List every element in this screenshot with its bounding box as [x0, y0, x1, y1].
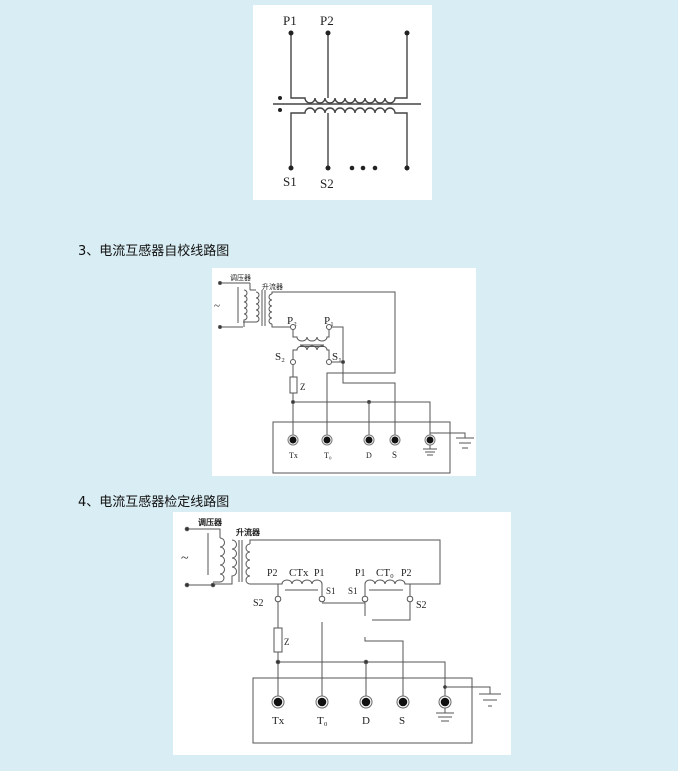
- label-regulator: 调压器: [198, 517, 223, 527]
- label-p1: P1: [283, 13, 297, 28]
- terminal-label-t0: T₀: [324, 451, 332, 460]
- terminal-label-d: D: [366, 451, 372, 460]
- polarity-dot: [278, 96, 282, 100]
- terminal-d[interactable]: [359, 695, 373, 709]
- terminal-ground[interactable]: [424, 434, 436, 446]
- external-ground-icon: [445, 686, 501, 707]
- label-p2: P2: [320, 13, 334, 28]
- terminal-label-tx: Tx: [272, 715, 285, 727]
- calibrator-box: [272, 421, 451, 474]
- terminal-tx[interactable]: [271, 695, 285, 709]
- label-ct0-s1: S1: [348, 586, 358, 596]
- ground-icon: [423, 445, 437, 456]
- label-p1: P₁: [324, 315, 334, 327]
- label-z: Z: [284, 637, 290, 647]
- terminal-s[interactable]: [389, 434, 401, 446]
- terminal-t0[interactable]: [321, 434, 333, 446]
- terminal-tx[interactable]: [287, 434, 299, 446]
- verification-circuit-diagram: 调压器 升流器 ~ P2 CTx P1 P1 CT₀ P2 S2 S1 S1 S…: [173, 512, 511, 755]
- label-ct0-p2: P2: [401, 568, 412, 579]
- ac-source-symbol: ~: [214, 300, 220, 312]
- terminal-label-s: S: [399, 715, 405, 727]
- label-ctx: CTx: [289, 567, 309, 579]
- label-p2: P₂: [287, 315, 297, 327]
- secondary-winding: [288, 107, 410, 171]
- verification-svg: 调压器 升流器 ~ P2 CTx P1 P1 CT₀ P2 S2 S1 S1 S…: [181, 517, 501, 744]
- self-calibration-circuit-diagram: 调压器 升流器 ~ P₂ P₁ S₂ S₁ Z Tx T₀ D S: [212, 268, 476, 476]
- label-s1: S₁: [332, 351, 342, 363]
- label-s1: S1: [283, 174, 297, 189]
- label-ctx-p2: P2: [267, 568, 278, 579]
- terminal-t0[interactable]: [315, 695, 329, 709]
- current-transformer: [289, 324, 431, 440]
- label-booster: 升流器: [262, 282, 283, 291]
- transformer-winding-diagram: P1 P2 S1 S2: [253, 5, 432, 200]
- section-4-heading: 4、电流互感器检定线路图: [78, 495, 230, 510]
- external-ground-icon: [430, 432, 474, 449]
- label-z: Z: [300, 382, 306, 392]
- terminal-label-t0: T₀: [317, 715, 328, 727]
- label-regulator: 调压器: [230, 273, 251, 282]
- terminal-d[interactable]: [363, 434, 375, 446]
- ac-source-symbol: ~: [181, 551, 189, 566]
- calibrator-box: [252, 677, 473, 744]
- terminal-s[interactable]: [396, 695, 410, 709]
- label-s2: S₂: [275, 351, 285, 363]
- primary-winding: [288, 30, 410, 104]
- label-ct0-s2: S2: [416, 600, 427, 611]
- polarity-dot: [278, 108, 282, 112]
- label-booster: 升流器: [236, 527, 261, 537]
- label-s2: S2: [320, 176, 334, 191]
- regulator-and-booster: [184, 526, 441, 588]
- transformer-winding-svg: P1 P2 S1 S2: [273, 13, 421, 191]
- label-ct0-p1: P1: [355, 568, 366, 579]
- current-transformers: [273, 579, 446, 702]
- terminal-label-s: S: [392, 450, 397, 460]
- label-ctx-p1: P1: [314, 568, 325, 579]
- regulator-and-booster: [218, 281, 396, 440]
- section-3-heading: 3、电流互感器自校线路图: [78, 244, 230, 259]
- label-ct0: CT₀: [376, 567, 394, 579]
- ground-icon: [436, 708, 454, 722]
- label-ctx-s1: S1: [326, 586, 336, 596]
- self-calibration-svg: 调压器 升流器 ~ P₂ P₁ S₂ S₁ Z Tx T₀ D S: [214, 273, 474, 474]
- terminal-label-tx: Tx: [289, 451, 298, 460]
- label-ctx-s2: S2: [253, 598, 264, 609]
- terminal-label-d: D: [362, 715, 370, 727]
- terminal-ground[interactable]: [438, 695, 452, 709]
